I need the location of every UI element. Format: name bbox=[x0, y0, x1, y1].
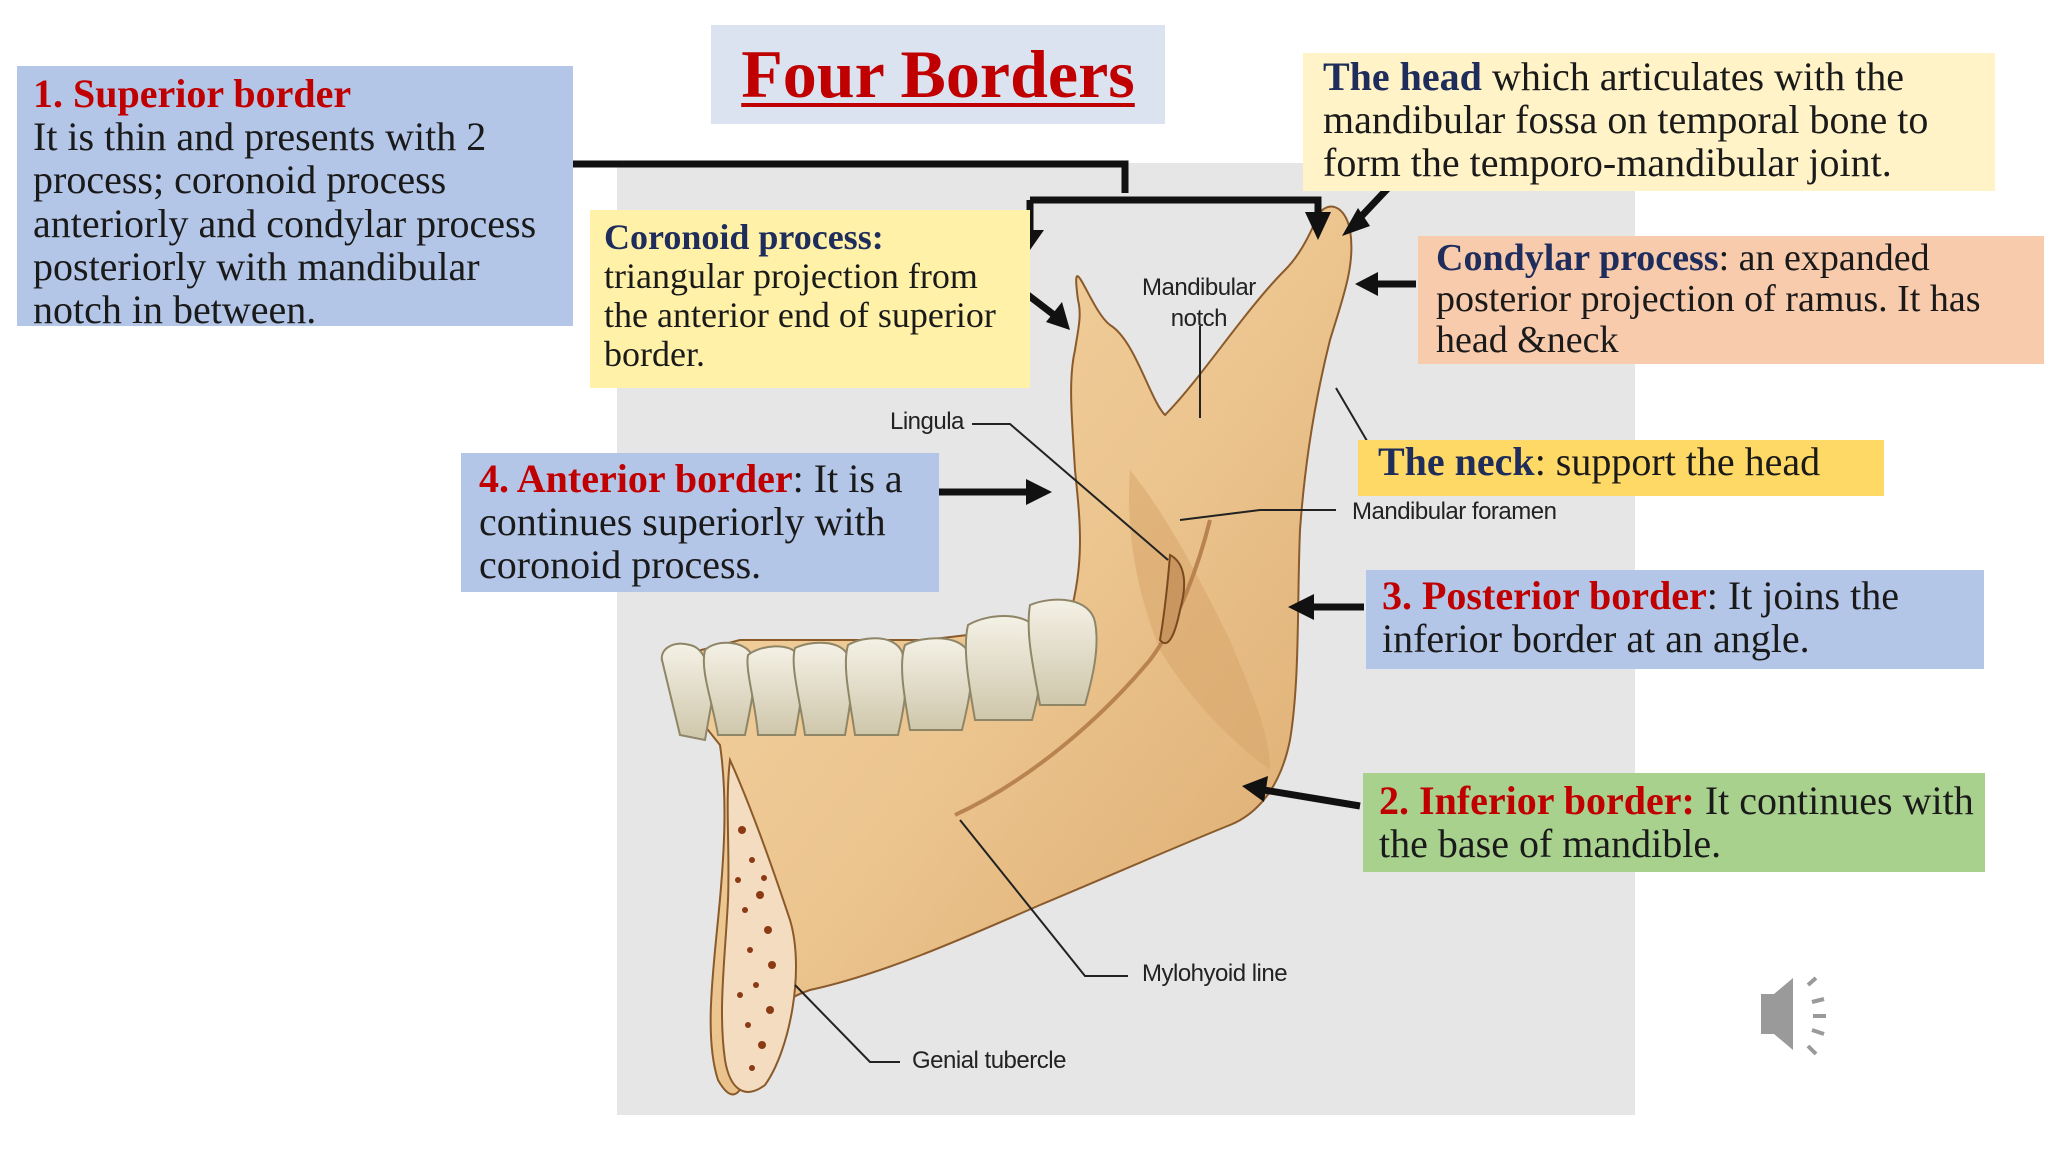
lingula-label: Lingula bbox=[890, 408, 964, 435]
neck-text: : support the head bbox=[1534, 439, 1821, 484]
anterior-text: : It is a continues superiorly with coro… bbox=[479, 456, 903, 588]
superior-heading: 1. Superior border bbox=[33, 71, 352, 116]
ramus-shadow bbox=[1129, 470, 1270, 770]
leader-neck bbox=[1335, 387, 1371, 447]
mandibular-notch-line2: notch bbox=[1170, 305, 1228, 333]
mandibular-foramen-label: Mandibular foramen bbox=[1352, 498, 1557, 525]
anterior-heading: 4. Anterior border bbox=[479, 456, 793, 501]
arrowhead-coronoid-box bbox=[1046, 302, 1070, 330]
head-text: which articulates with the mandibular fo… bbox=[1323, 54, 1929, 186]
arrowhead-posterior bbox=[1288, 594, 1314, 620]
superior-border-box: 1. Superior border It is thin and presen… bbox=[17, 66, 573, 331]
condylar-text: : an expanded posterior projection of ra… bbox=[1436, 237, 1981, 362]
arrowhead-anterior bbox=[1026, 479, 1052, 505]
neck-box: The neck: support the head bbox=[1358, 440, 1884, 496]
head-box: The head which articulates with the mand… bbox=[1303, 53, 1995, 191]
coronoid-text: triangular projection from the anterior … bbox=[604, 255, 996, 374]
condylar-heading: Condylar process bbox=[1436, 237, 1719, 279]
arrowheads bbox=[1016, 208, 1378, 802]
page-title: Four Borders bbox=[741, 36, 1135, 112]
genial-tubercle-label: Genial tubercle bbox=[912, 1047, 1066, 1074]
mylohyoid-line-label: Mylohyoid line bbox=[1142, 960, 1288, 987]
inferior-border-box: 2. Inferior border: It continues with th… bbox=[1363, 773, 1985, 872]
coronoid-heading: Coronoid process: bbox=[604, 217, 884, 257]
cancellous-dots bbox=[735, 826, 776, 1071]
leader-foramen bbox=[1179, 509, 1336, 521]
title-box: Four Borders bbox=[711, 25, 1165, 124]
superior-text: It is thin and presents with 2 process; … bbox=[33, 114, 537, 332]
anterior-border-box: 4. Anterior border: It is a continues su… bbox=[461, 453, 939, 592]
arrowhead-condylar bbox=[1355, 272, 1378, 296]
neck-heading: The neck bbox=[1378, 439, 1535, 484]
superior-connector bbox=[573, 160, 1129, 193]
head-heading: The head bbox=[1323, 54, 1482, 99]
mandibular-notch-line1: Mandibular bbox=[1142, 274, 1256, 301]
inferior-heading: 2. Inferior border: bbox=[1379, 778, 1695, 823]
leader-mylohyoid bbox=[959, 819, 1128, 977]
leader-lingula bbox=[972, 423, 1169, 561]
posterior-heading: 3. Posterior border bbox=[1382, 573, 1707, 618]
coronoid-process-box: Coronoid process: triangular projection … bbox=[590, 210, 1030, 388]
mylohyoid-ridge bbox=[954, 519, 1212, 817]
symphysis-section bbox=[720, 756, 797, 1093]
speaker-icon bbox=[1761, 976, 1826, 1056]
inferior-text: It continues with the base of mandible. bbox=[1379, 778, 1974, 867]
arrowhead-head bbox=[1342, 208, 1370, 236]
posterior-border-box: 3. Posterior border: It joins the inferi… bbox=[1366, 570, 1984, 669]
arrow-inferior-shaft bbox=[1263, 786, 1361, 810]
condylar-process-box: Condylar process: an expanded posterior … bbox=[1418, 236, 2044, 364]
teeth bbox=[660, 598, 1098, 742]
mandibular-notch-label: Mandibular notch bbox=[1142, 272, 1256, 334]
arrowhead-head-left bbox=[1305, 212, 1331, 240]
posterior-text: : It joins the inferior border at an ang… bbox=[1382, 573, 1899, 662]
leader-genial bbox=[794, 984, 900, 1063]
leader-lines bbox=[794, 326, 1371, 1063]
lingula-shape bbox=[1158, 553, 1186, 645]
arrowhead-inferior bbox=[1242, 776, 1268, 802]
